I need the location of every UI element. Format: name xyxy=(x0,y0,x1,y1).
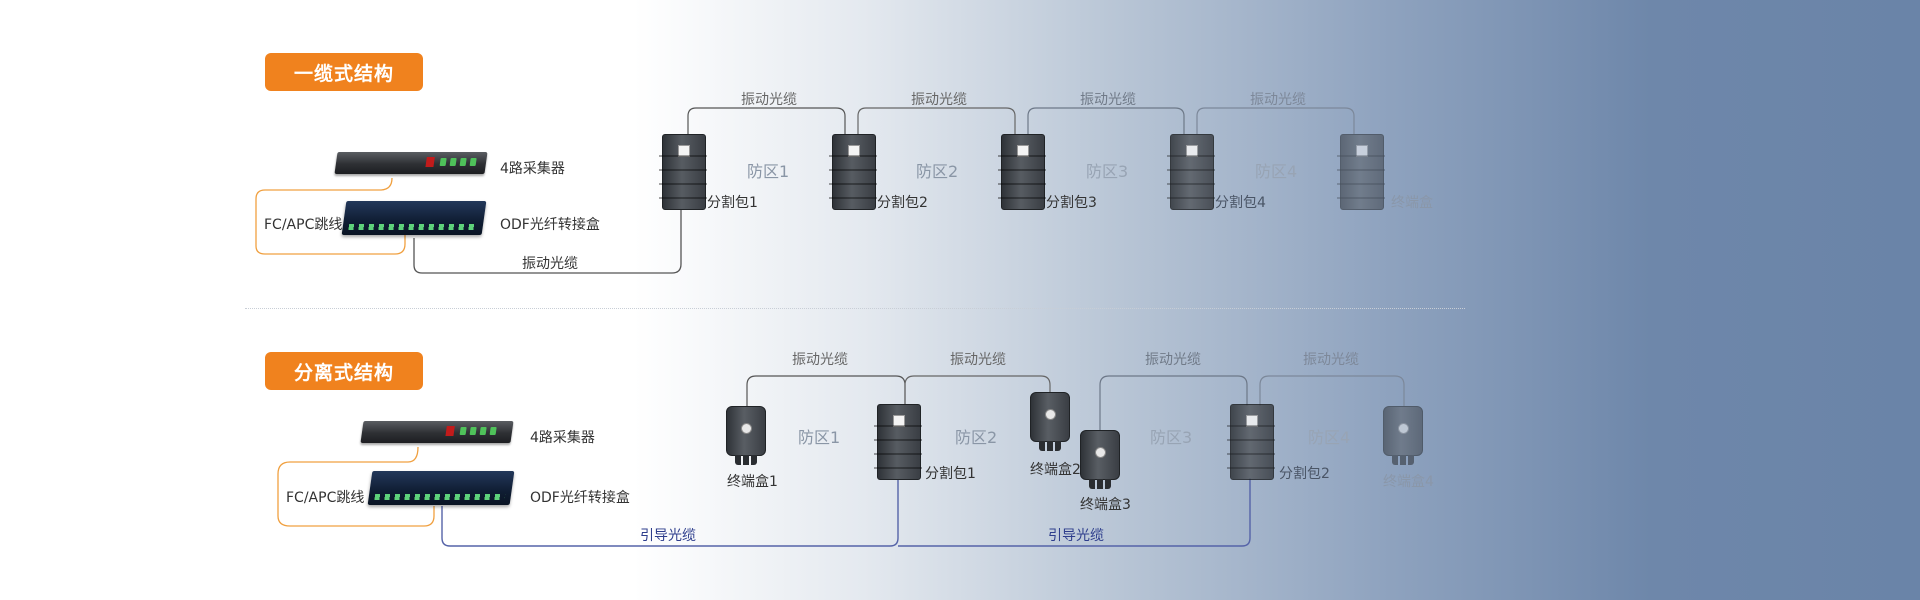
odf-device-1 xyxy=(341,201,487,235)
odf-device-2 xyxy=(367,471,515,505)
lead-cable-2 xyxy=(898,478,1251,547)
section2-title-badge: 分离式结构 xyxy=(265,352,423,390)
lead-cable-label-2-1: 引导光缆 xyxy=(640,528,696,544)
zone-1-2: 防区2 xyxy=(916,162,959,181)
collector-label-1: 4路采集器 xyxy=(500,161,565,177)
vib-cable-1-4 xyxy=(1196,107,1355,134)
zone-1-3: 防区3 xyxy=(1086,162,1129,181)
patch-cord-1 xyxy=(255,177,406,255)
box-label-2-term4: 终端盒4 xyxy=(1383,474,1434,490)
cable-label-1-4: 振动光缆 xyxy=(1250,92,1306,108)
zone-2-4: 防区4 xyxy=(1308,428,1351,447)
terminal-box-1 xyxy=(1337,134,1385,210)
patch-label-2: FC/APC跳线 xyxy=(286,490,365,506)
box-label-2-split2: 分割包2 xyxy=(1279,466,1330,482)
box-label-1-3: 分割包3 xyxy=(1046,195,1097,211)
patch-label-1: FC/APC跳线 xyxy=(264,217,343,233)
section-divider xyxy=(245,308,1465,309)
lead-cable-1 xyxy=(441,478,899,547)
box-label-1-4: 分割包4 xyxy=(1215,195,1266,211)
collector-device-2 xyxy=(360,421,514,443)
vib-cable-2-3 xyxy=(1099,375,1248,430)
terminal-box-2-3 xyxy=(1080,430,1120,489)
patch-cord-2 xyxy=(277,446,435,527)
terminal-box-2-2 xyxy=(1030,392,1070,451)
split-box-1-4 xyxy=(1167,134,1215,210)
box-label-1-5: 终端盒 xyxy=(1391,195,1433,211)
split-box-2-2 xyxy=(1227,404,1275,480)
zone-1-4: 防区4 xyxy=(1255,162,1298,181)
box-label-2-term1: 终端盒1 xyxy=(727,474,778,490)
cable-label-2-2: 振动光缆 xyxy=(950,352,1006,368)
box-label-2-term2: 终端盒2 xyxy=(1030,462,1081,478)
zone-1-1: 防区1 xyxy=(747,162,790,181)
collector-device-1 xyxy=(334,152,488,174)
odf-label-1: ODF光纤转接盒 xyxy=(500,217,600,233)
cable-label-2-4: 振动光缆 xyxy=(1303,352,1359,368)
vib-cable-1-2 xyxy=(857,107,1016,134)
vib-cable-2-1 xyxy=(746,375,906,406)
box-label-2-term3: 终端盒3 xyxy=(1080,497,1131,513)
lead-cable-label-2-2: 引导光缆 xyxy=(1048,528,1104,544)
split-box-2-1 xyxy=(874,404,922,480)
collector-label-2: 4路采集器 xyxy=(530,430,595,446)
zone-2-1: 防区1 xyxy=(798,428,841,447)
box-label-2-split1: 分割包1 xyxy=(925,466,976,482)
terminal-box-2-1 xyxy=(726,406,766,465)
section1-title-badge: 一缆式结构 xyxy=(265,53,423,91)
split-box-1-2 xyxy=(829,134,877,210)
box-label-1-1: 分割包1 xyxy=(707,195,758,211)
odf-label-2: ODF光纤转接盒 xyxy=(530,490,630,506)
vib-cable-1-1 xyxy=(687,107,846,134)
section1-title: 一缆式结构 xyxy=(293,62,394,85)
vib-cable-2-2 xyxy=(904,375,1051,400)
zone-2-2: 防区2 xyxy=(955,428,998,447)
box-label-1-2: 分割包2 xyxy=(877,195,928,211)
cable-label-2-3: 振动光缆 xyxy=(1145,352,1201,368)
vib-cable-2-4 xyxy=(1259,375,1405,406)
split-box-1-3 xyxy=(998,134,1046,210)
cable-label-1-1: 振动光缆 xyxy=(741,92,797,108)
split-box-1-1 xyxy=(659,134,707,210)
cable-label-1-2: 振动光缆 xyxy=(911,92,967,108)
cable-label-2-1: 振动光缆 xyxy=(792,352,848,368)
feed-cable-label-1: 振动光缆 xyxy=(522,256,578,272)
cable-label-1-3: 振动光缆 xyxy=(1080,92,1136,108)
feed-cable-1 xyxy=(413,200,682,274)
vib-cable-1-3 xyxy=(1027,107,1185,134)
section2-title: 分离式结构 xyxy=(293,361,394,384)
terminal-box-2-4 xyxy=(1383,406,1423,465)
zone-2-3: 防区3 xyxy=(1150,428,1193,447)
